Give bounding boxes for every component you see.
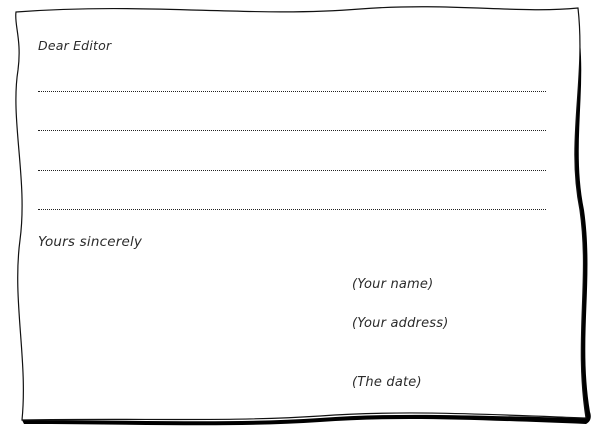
writing-line-4: [38, 209, 546, 210]
signature-name: (Your name): [352, 277, 434, 292]
writing-line-1: [38, 91, 546, 92]
paper-edge: [15, 6, 587, 421]
signature-address: (Your address): [352, 316, 449, 331]
letter-greeting: Dear Editor: [38, 38, 112, 53]
writing-line-3: [38, 170, 546, 171]
signature-date: (The date): [352, 375, 422, 390]
letter-closing: Yours sincerely: [38, 234, 143, 250]
writing-line-2: [38, 130, 546, 131]
